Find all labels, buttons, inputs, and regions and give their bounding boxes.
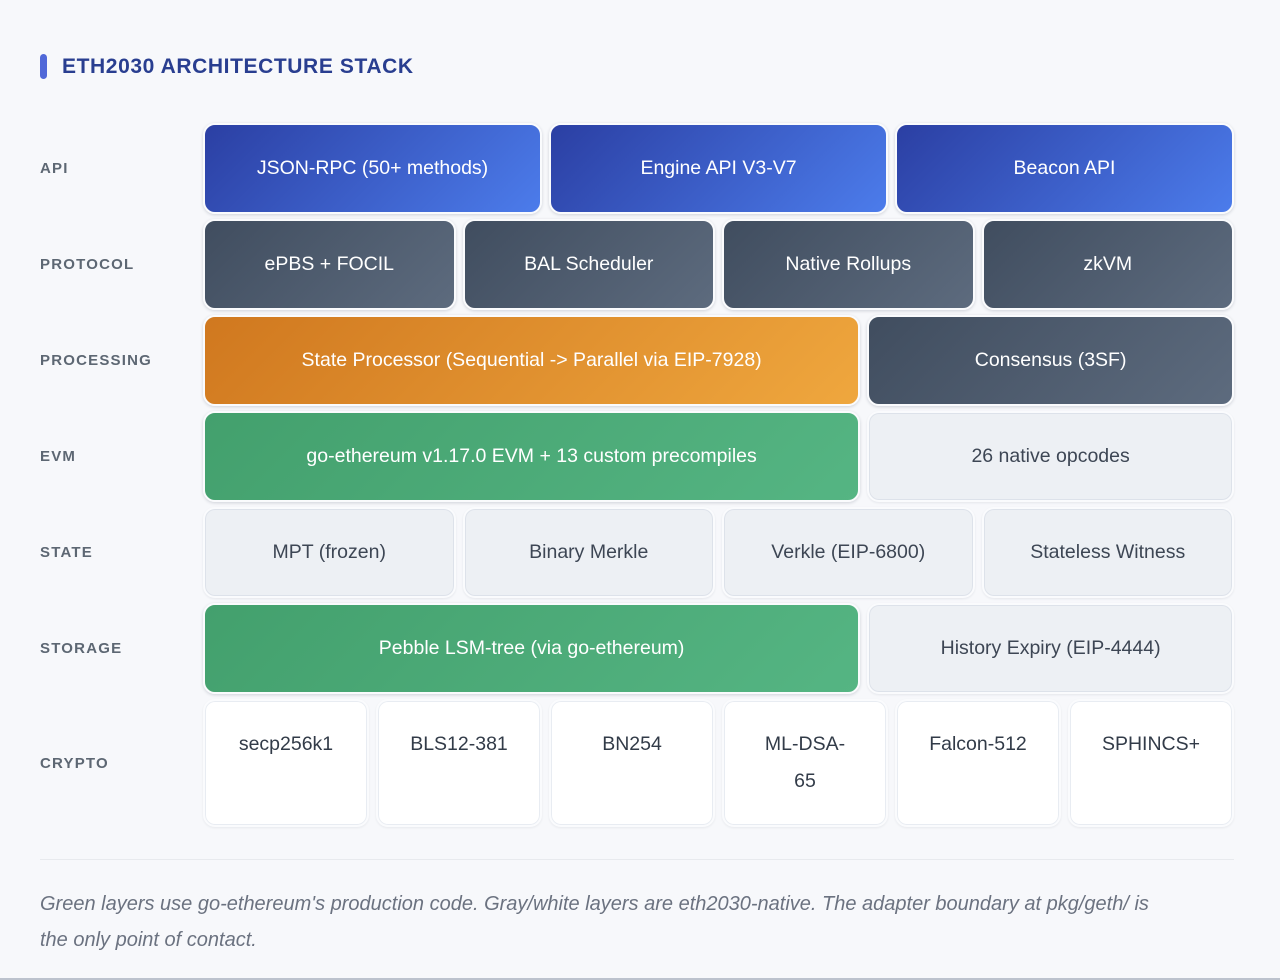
row-blocks-state: MPT (frozen) Binary Merkle Verkle (EIP-6… <box>203 507 1234 598</box>
block-secp256k1: secp256k1 <box>203 699 369 827</box>
row-blocks-crypto: secp256k1 BLS12-381 BN254 ML-DSA-65 Falc… <box>203 699 1234 827</box>
row-blocks-evm: go-ethereum v1.17.0 EVM + 13 custom prec… <box>203 411 1234 502</box>
block-native-rollups: Native Rollups <box>722 219 975 310</box>
block-consensus-3sf: Consensus (3SF) <box>867 315 1234 406</box>
window-bottom-edge <box>0 978 1280 980</box>
stack-row-evm: EVM go-ethereum v1.17.0 EVM + 13 custom … <box>40 411 1234 502</box>
block-history-expiry: History Expiry (EIP-4444) <box>867 603 1234 694</box>
block-bls12-381: BLS12-381 <box>376 699 542 827</box>
block-bn254: BN254 <box>549 699 715 827</box>
row-blocks-storage: Pebble LSM-tree (via go-ethereum) Histor… <box>203 603 1234 694</box>
block-stateless-witness: Stateless Witness <box>981 507 1234 598</box>
architecture-stack: API JSON-RPC (50+ methods) Engine API V3… <box>40 123 1234 827</box>
row-label-protocol: PROTOCOL <box>40 256 135 273</box>
stack-row-state: STATE MPT (frozen) Binary Merkle Verkle … <box>40 507 1234 598</box>
block-verkle: Verkle (EIP-6800) <box>722 507 975 598</box>
block-beacon-api: Beacon API <box>895 123 1234 214</box>
stack-row-api: API JSON-RPC (50+ methods) Engine API V3… <box>40 123 1234 214</box>
block-engine-api: Engine API V3-V7 <box>549 123 888 214</box>
row-blocks-api: JSON-RPC (50+ methods) Engine API V3-V7 … <box>203 123 1234 214</box>
row-label-crypto: CRYPTO <box>40 754 109 772</box>
row-label-storage: STORAGE <box>40 640 123 657</box>
block-mpt-frozen: MPT (frozen) <box>203 507 456 598</box>
block-state-processor: State Processor (Sequential -> Parallel … <box>203 315 861 406</box>
row-label-processing: PROCESSING <box>40 352 153 369</box>
block-falcon-512: Falcon-512 <box>895 699 1061 827</box>
block-native-opcodes: 26 native opcodes <box>867 411 1234 502</box>
block-geth-evm: go-ethereum v1.17.0 EVM + 13 custom prec… <box>203 411 861 502</box>
title-accent-bar <box>40 54 47 79</box>
block-ml-dsa-65: ML-DSA-65 <box>722 699 888 827</box>
stack-row-crypto: CRYPTO secp256k1 BLS12-381 BN254 ML-DSA-… <box>40 699 1234 827</box>
block-binary-merkle: Binary Merkle <box>462 507 715 598</box>
diagram-header: ETH2030 ARCHITECTURE STACK <box>40 54 1234 79</box>
block-sphincs-plus: SPHINCS+ <box>1068 699 1234 827</box>
block-bal-scheduler: BAL Scheduler <box>462 219 715 310</box>
footnote-text: Green layers use go-ethereum's productio… <box>40 893 1149 951</box>
row-label-state: STATE <box>40 544 93 561</box>
row-label-evm: EVM <box>40 448 77 465</box>
block-json-rpc: JSON-RPC (50+ methods) <box>203 123 542 214</box>
row-label-api: API <box>40 160 69 177</box>
stack-row-storage: STORAGE Pebble LSM-tree (via go-ethereum… <box>40 603 1234 694</box>
block-zkvm: zkVM <box>981 219 1234 310</box>
block-pebble-lsm: Pebble LSM-tree (via go-ethereum) <box>203 603 861 694</box>
block-epbs-focil: ePBS + FOCIL <box>203 219 456 310</box>
stack-row-protocol: PROTOCOL ePBS + FOCIL BAL Scheduler Nati… <box>40 219 1234 310</box>
stack-row-processing: PROCESSING State Processor (Sequential -… <box>40 315 1234 406</box>
footer-divider <box>40 859 1234 860</box>
page-title: ETH2030 ARCHITECTURE STACK <box>62 54 414 78</box>
row-blocks-processing: State Processor (Sequential -> Parallel … <box>203 315 1234 406</box>
row-blocks-protocol: ePBS + FOCIL BAL Scheduler Native Rollup… <box>203 219 1234 310</box>
